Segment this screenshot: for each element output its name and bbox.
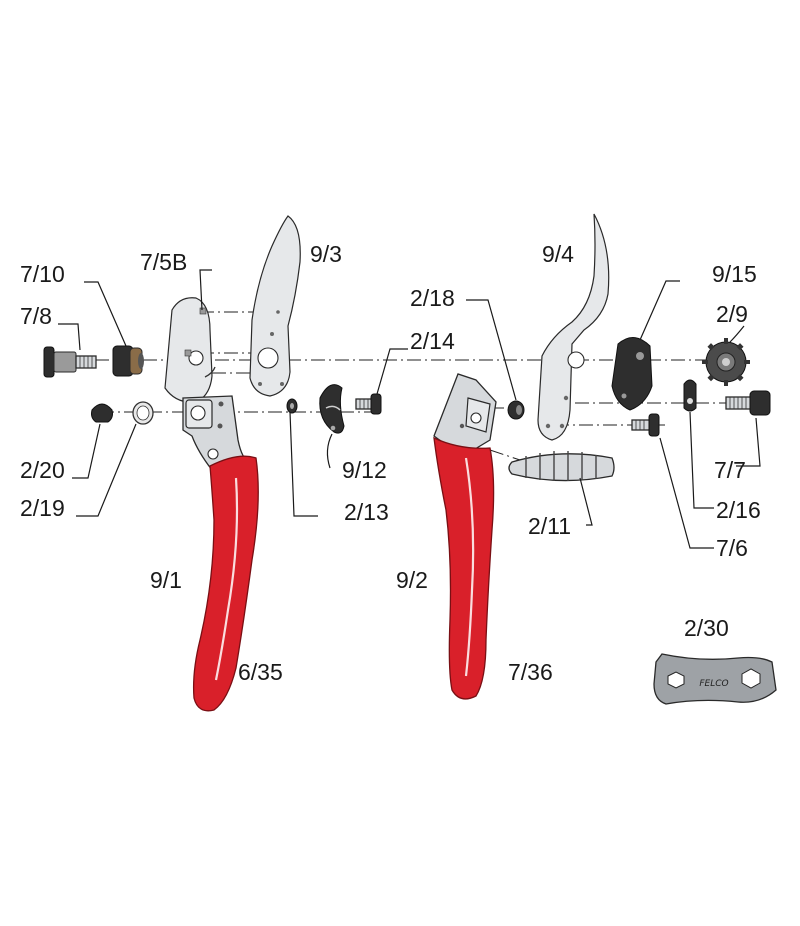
part-7-7-bolt	[725, 390, 771, 416]
part-7-8-bolt	[43, 346, 97, 378]
label-7-7: 7/7	[714, 457, 746, 483]
part-9-4-hook-blade	[537, 213, 610, 441]
part-9-1-handle-assembly	[164, 297, 259, 712]
leader-lines	[58, 269, 761, 549]
part-2-18-washer	[507, 400, 525, 420]
part-2-14-screw	[355, 393, 382, 415]
part-2-11-spring	[508, 451, 615, 482]
label-7-6: 7/6	[716, 535, 748, 561]
part-9-2-handle-assembly	[433, 373, 497, 700]
label-2-19: 2/19	[20, 495, 65, 521]
part-9-15-plate	[611, 337, 653, 411]
part-labels: 9/3 7/5B 7/10 7/8 2/14 2/20 2/19 9/12 2/…	[20, 241, 761, 685]
part-2-9-gear-nut	[702, 338, 750, 386]
label-7-10: 7/10	[20, 261, 65, 287]
part-7-6-screw	[631, 413, 660, 437]
part-2-20-cap	[91, 403, 113, 423]
label-7-5b: 7/5B	[140, 249, 187, 275]
label-2-30: 2/30	[684, 615, 729, 641]
label-7-36: 7/36	[508, 659, 553, 685]
label-2-9: 2/9	[716, 301, 748, 327]
label-9-2: 9/2	[396, 567, 428, 593]
label-2-16: 2/16	[716, 497, 761, 523]
part-2-13-washer	[286, 398, 298, 414]
label-2-11: 2/11	[528, 513, 571, 539]
part-2-19-ring	[132, 401, 154, 425]
part-2-30-wrench: FELCO	[653, 653, 777, 705]
label-9-4: 9/4	[542, 241, 574, 267]
label-9-3: 9/3	[310, 241, 342, 267]
label-6-35: 6/35	[238, 659, 283, 685]
part-9-12-lock-lever	[319, 384, 345, 434]
part-7-10-nut	[112, 345, 144, 377]
label-9-12: 9/12	[342, 457, 387, 483]
label-2-13: 2/13	[344, 499, 389, 525]
part-2-16-catch	[683, 379, 697, 412]
label-7-8: 7/8	[20, 303, 52, 329]
label-2-14: 2/14	[410, 328, 455, 354]
label-9-15: 9/15	[712, 261, 757, 287]
label-2-18: 2/18	[410, 285, 455, 311]
felco-stamp: FELCO	[699, 679, 728, 689]
label-2-20: 2/20	[20, 457, 65, 483]
part-9-3-cutting-blade	[249, 215, 301, 397]
label-9-1: 9/1	[150, 567, 182, 593]
